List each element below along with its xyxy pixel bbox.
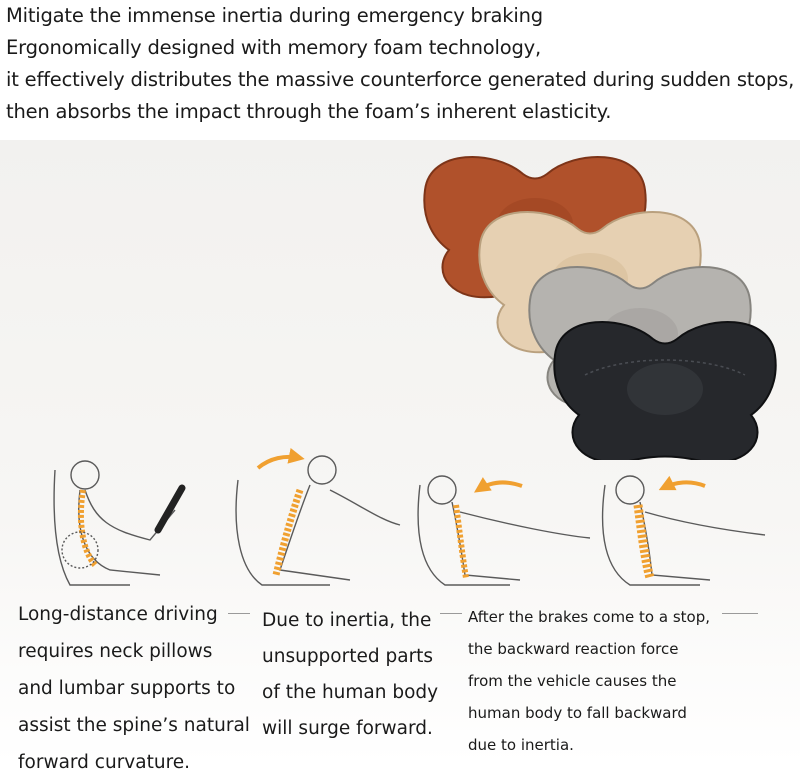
caption-2-line-4: will surge forward. xyxy=(262,718,433,739)
caption-1-line-4: assist the spine’s natural xyxy=(18,715,250,736)
caption-long-distance-driving: Long-distance driving requires neck pill… xyxy=(18,596,250,781)
figure-backward-fall xyxy=(417,475,591,586)
caption-backward-reaction: After the brakes come to a stop, the bac… xyxy=(468,601,710,761)
caption-1-line-2: requires neck pillows xyxy=(18,641,213,662)
caption-3-line-2: the backward reaction force xyxy=(468,640,679,658)
headline-text: Mitigate the immense inertia during emer… xyxy=(6,0,796,128)
caption-1-line-5: forward curvature. xyxy=(18,752,191,773)
pillow-stack-image xyxy=(423,155,777,460)
caption-3-line-5: due to inertia. xyxy=(468,736,574,754)
headline-line-4: then absorbs the impact through the foam… xyxy=(6,100,612,123)
product-panel xyxy=(0,140,800,765)
caption-2-line-2: unsupported parts xyxy=(262,646,434,667)
figure-supported-rest xyxy=(601,475,766,586)
caption-inertia-surge: Due to inertia, the unsupported parts of… xyxy=(262,603,438,747)
headline-line-1: Mitigate the immense inertia during emer… xyxy=(6,4,543,27)
headline-line-2: Ergonomically designed with memory foam … xyxy=(6,36,541,59)
caption-3-line-1: After the brakes come to a stop, xyxy=(468,608,710,626)
caption-1-line-1: Long-distance driving xyxy=(18,604,218,625)
figure-driving-posture xyxy=(53,460,186,586)
caption-3-line-4: human body to fall backward xyxy=(468,704,687,722)
pillow-black xyxy=(553,320,777,460)
figure-forward-surge xyxy=(235,447,401,586)
caption-separator-3 xyxy=(722,613,758,614)
caption-separator-1 xyxy=(228,613,250,614)
headline-line-3: it effectively distributes the massive c… xyxy=(6,68,795,91)
posture-illustrations xyxy=(53,447,766,586)
caption-separator-2 xyxy=(440,613,462,614)
caption-3-line-3: from the vehicle causes the xyxy=(468,672,677,690)
caption-2-line-1: Due to inertia, the xyxy=(262,610,432,631)
caption-1-line-3: and lumbar supports to xyxy=(18,678,236,699)
caption-2-line-3: of the human body xyxy=(262,682,439,703)
